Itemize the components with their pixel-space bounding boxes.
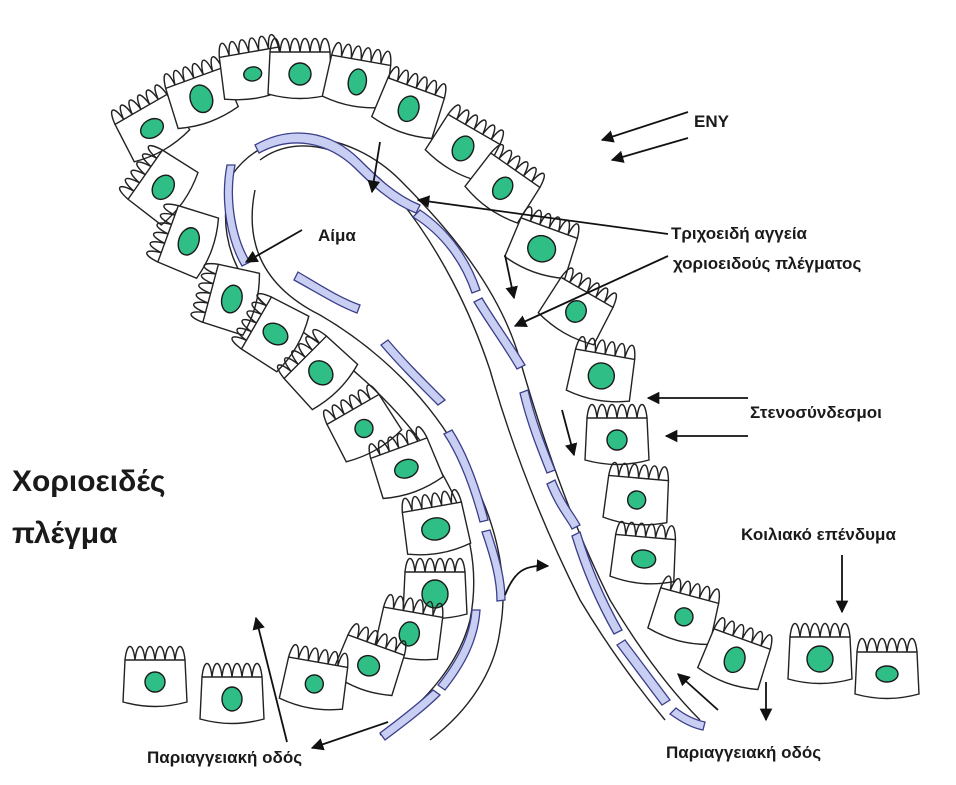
label-blood: Αίμα — [318, 226, 356, 246]
cell-nucleus — [222, 687, 242, 711]
capillary-segment — [547, 480, 580, 529]
title-line-1: Χοριοειδές — [12, 458, 165, 506]
capillary-segment — [294, 272, 360, 313]
label-ependyma: Κοιλιακό επένδυμα — [741, 525, 896, 545]
capillary-segment — [617, 640, 670, 705]
epithelial-cell — [200, 664, 264, 724]
eny-arrow-2 — [612, 138, 688, 160]
epithelial-cell — [788, 624, 852, 684]
epithelial-cell — [585, 405, 649, 465]
blood-arrow — [246, 230, 302, 262]
epithelial-cell — [536, 265, 621, 349]
paravascular-arrow-left — [312, 722, 388, 748]
epithelial-cell — [855, 639, 919, 699]
epithelial-cells — [107, 33, 919, 723]
cell-nucleus — [289, 63, 311, 85]
cell-nucleus — [807, 646, 833, 672]
label-capillaries-line1: Τριχοειδή αγγεία — [671, 224, 807, 244]
capillary-segment — [224, 165, 250, 266]
eny-arrow-1 — [602, 112, 688, 140]
cell-nucleus — [627, 490, 647, 510]
label-paravascular-right: Παριαγγειακή οδός — [666, 743, 821, 763]
microvilli — [405, 559, 465, 573]
epithelial-cell — [566, 335, 639, 405]
epithelial-cell — [398, 488, 471, 558]
cell-nucleus — [876, 666, 898, 682]
microvilli — [790, 624, 850, 638]
flow-arrow-3 — [562, 410, 574, 455]
capillary-segment — [413, 210, 480, 293]
label-eny: ΕΝΥ — [694, 112, 729, 132]
microvilli — [587, 405, 647, 419]
capillary-segment — [520, 390, 555, 473]
cell-nucleus — [607, 430, 627, 450]
microvilli — [125, 647, 185, 661]
title-line-2: πλέγμα — [12, 510, 118, 558]
paravascular-arrow-right-1 — [678, 674, 718, 710]
label-paravascular-left: Παριαγγειακή οδός — [147, 748, 302, 768]
epithelial-cell — [123, 647, 187, 707]
microvilli — [202, 664, 262, 678]
label-tight-junctions: Στενοσύνδεσμοι — [750, 403, 882, 423]
capillary-segment — [255, 133, 420, 213]
capillary-segment — [380, 690, 440, 740]
flow-arrow-4 — [505, 566, 548, 595]
label-capillaries-line2: χοριοειδούς πλέγματος — [673, 254, 861, 274]
cell-nucleus — [422, 580, 448, 608]
capillary-segment — [381, 340, 445, 405]
cell-nucleus — [145, 672, 165, 692]
microvilli — [857, 639, 917, 653]
epithelial-cell — [603, 462, 672, 527]
